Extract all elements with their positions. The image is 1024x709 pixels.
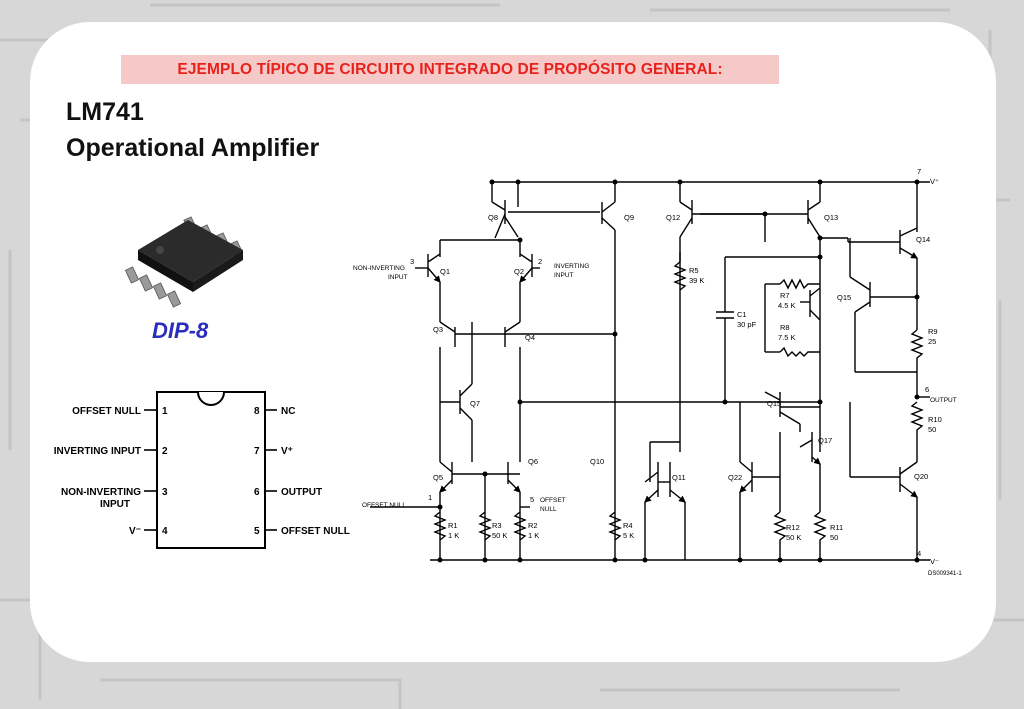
r4-label: R4 — [623, 521, 633, 530]
pin8-label: NC — [281, 406, 295, 417]
pinout-diagram: OFFSET NULL 1 INVERTING INPUT 2 NON-INVE… — [54, 391, 350, 549]
schematic-diagram: 7 V⁺ 4 V⁻ Q8 Q9 Q12 Q13 Q14 Q1 Q2 Q3 Q4 … — [353, 167, 962, 577]
noninv-label: NON-INVERTING — [353, 265, 405, 272]
r8-label: R8 — [780, 323, 790, 332]
inv-pin-number: 2 — [538, 257, 542, 266]
pin7-number: 7 — [254, 446, 260, 457]
r10-label: R10 — [928, 415, 942, 424]
pin1-label: OFFSET NULL — [72, 406, 141, 417]
pin2-number: 2 — [162, 446, 168, 457]
r2-label: R2 — [528, 521, 538, 530]
pin8-number: 8 — [254, 406, 260, 417]
chip-title: LM741 — [66, 98, 144, 126]
r2-value: 1 K — [528, 531, 539, 540]
pin5-number: 5 — [254, 526, 260, 537]
document-id: DS009341-1 — [928, 571, 962, 577]
r7-label: R7 — [780, 291, 790, 300]
q12-label: Q12 — [666, 213, 680, 222]
r1-label: R1 — [448, 521, 458, 530]
output-pin-number: 6 — [925, 385, 929, 394]
q20-label: Q20 — [914, 472, 928, 481]
noninv-pin-number: 3 — [410, 257, 414, 266]
c1-value: 30 pF — [737, 320, 757, 329]
r5-label: R5 — [689, 266, 699, 275]
pin3-label: NON-INVERTING — [61, 487, 141, 498]
inv-label-line2: INPUT — [554, 272, 574, 279]
pin5-label: OFFSET NULL — [281, 526, 350, 537]
c1-label: C1 — [737, 310, 747, 319]
q14-label: Q14 — [916, 235, 930, 244]
q8-label: Q8 — [488, 213, 498, 222]
package-label: DIP-8 — [152, 318, 209, 343]
offset-null-right-label-line2: NULL — [540, 506, 557, 513]
r3-label: R3 — [492, 521, 502, 530]
vminus-pin-number: 4 — [917, 549, 921, 558]
q4-label: Q4 — [525, 333, 535, 342]
vplus-label: V⁺ — [930, 177, 939, 186]
q6-label: Q6 — [528, 457, 538, 466]
offset-null-left-label: OFFSET NULL — [362, 502, 406, 509]
offset-null-right-pin: 5 — [530, 495, 534, 504]
q7-label: Q7 — [470, 399, 480, 408]
r12-value: 50 K — [786, 533, 801, 542]
noninv-label-line2: INPUT — [388, 274, 408, 281]
r8-value: 7.5 K — [778, 333, 796, 342]
q15-upper-label: Q15 — [837, 293, 851, 302]
pin3-label-line2: INPUT — [100, 499, 130, 510]
r12-label: R12 — [786, 523, 800, 532]
pin4-label: V⁻ — [129, 526, 141, 537]
r9-label: R9 — [928, 327, 938, 336]
r1-value: 1 K — [448, 531, 459, 540]
offset-null-right-label: OFFSET — [540, 497, 566, 504]
inv-label: INVERTING — [554, 263, 589, 270]
r4-value: 5 K — [623, 531, 634, 540]
r11-value: 50 — [830, 533, 838, 542]
pin3-number: 3 — [162, 487, 168, 498]
r3-value: 50 K — [492, 531, 507, 540]
chip-package-image — [124, 216, 243, 308]
pin6-number: 6 — [254, 487, 260, 498]
vplus-pin-number: 7 — [917, 167, 921, 176]
q15-lower-label: Q15 — [767, 399, 781, 408]
vminus-label: V⁻ — [930, 557, 939, 566]
r7-value: 4.5 K — [778, 301, 796, 310]
r9-value: 25 — [928, 337, 936, 346]
q17-label: Q17 — [818, 436, 832, 445]
r10-value: 50 — [928, 425, 936, 434]
pin4-number: 4 — [162, 526, 168, 537]
pin7-label: V⁺ — [281, 446, 293, 457]
content-card — [30, 22, 996, 662]
q5-label: Q5 — [433, 473, 443, 482]
r11-label: R11 — [830, 523, 843, 532]
q10-label: Q10 — [590, 457, 604, 466]
q11-label: Q11 — [672, 473, 686, 482]
pin2-label: INVERTING INPUT — [54, 446, 141, 457]
q2-label: Q2 — [514, 267, 524, 276]
page-banner: EJEMPLO TÍPICO DE CIRCUITO INTEGRADO DE … — [121, 55, 779, 84]
q22-label: Q22 — [728, 473, 742, 482]
q3-label: Q3 — [433, 325, 443, 334]
q13-label: Q13 — [824, 213, 838, 222]
r5-value: 39 K — [689, 276, 704, 285]
pin6-label: OUTPUT — [281, 487, 322, 498]
output-label: OUTPUT — [930, 397, 957, 404]
pin1-number: 1 — [162, 406, 168, 417]
chip-subtitle: Operational Amplifier — [66, 134, 320, 162]
q1-label: Q1 — [440, 267, 450, 276]
q9-label: Q9 — [624, 213, 634, 222]
offset-null-left-pin: 1 — [428, 493, 432, 502]
